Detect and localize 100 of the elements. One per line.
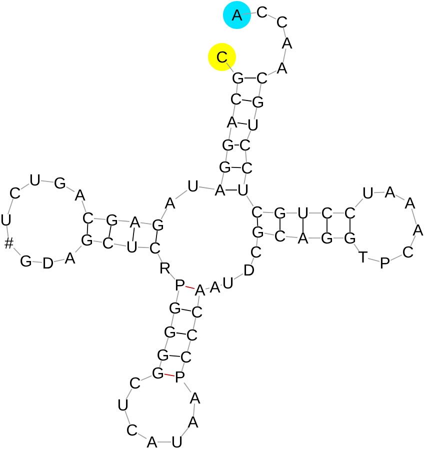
nucleotide-letter: G [20, 255, 32, 267]
backbone-line [282, 27, 286, 38]
backbone-line [411, 208, 417, 225]
nucleotide-letter: C [251, 246, 262, 258]
backbone-line [192, 317, 196, 330]
nucleotide-letter: A [298, 232, 308, 244]
nucleotide-letter: U [363, 187, 373, 199]
nucleotide-letter: T [358, 252, 368, 262]
base-pair-line [185, 286, 195, 290]
backbone-line [246, 195, 254, 207]
backbone-line [170, 273, 176, 280]
backbone-line [187, 340, 191, 352]
backbone-line [197, 295, 200, 307]
nucleotide-letter: G [322, 232, 332, 244]
backbone-line [82, 200, 86, 213]
nucleotide-letter: C [240, 139, 250, 151]
backbone-line [74, 245, 82, 253]
backbone-line [254, 107, 258, 120]
nucleotide-letter: G [152, 219, 164, 231]
backbone-line [138, 433, 147, 440]
nucleotide-letter: U [172, 436, 182, 448]
nucleotide-letter: D [44, 258, 53, 268]
nucleotide-letter: P [176, 372, 184, 382]
backbone-line [258, 83, 262, 97]
nucleotide-letter: A [194, 284, 206, 296]
backbone-line [395, 194, 405, 200]
backbone-line [181, 427, 189, 437]
base-pair-line [234, 144, 240, 146]
nucleotide-letter: C [217, 51, 228, 63]
nucleotide-letter: G [106, 214, 118, 226]
nucleotide-letter: C [277, 16, 288, 28]
nucleotide-letter: A [404, 198, 416, 208]
nucleotide-letter: C [150, 242, 160, 254]
nucleotide-letter: A [412, 224, 424, 236]
backbone-line [236, 83, 238, 94]
backbone-line [244, 173, 246, 185]
nucleotide-letter: G [274, 207, 286, 219]
backbone-line [66, 186, 75, 192]
backbone-line [138, 246, 150, 248]
base-pair-line [164, 374, 175, 376]
nucleotide-letter: U [127, 241, 137, 253]
nucleotide-letter: G [152, 367, 164, 379]
nucleotide-letter: C [252, 206, 262, 218]
backbone-line [54, 258, 65, 262]
nucleotide-letter: G [252, 96, 264, 108]
backbone-line [164, 337, 169, 350]
base-pair-line [326, 218, 328, 233]
backbone-line [245, 150, 247, 163]
nucleotide-letter: C [257, 72, 268, 84]
backbone-line [220, 172, 224, 185]
nucleotide-letter: G [82, 234, 92, 246]
backbone-line [354, 243, 360, 252]
nucleotide-letter: A [146, 436, 158, 448]
backbone-line [256, 237, 258, 247]
backbone-line [354, 198, 364, 208]
base-pair-line [242, 99, 252, 102]
backbone-line [286, 212, 298, 214]
backbone-line [176, 290, 180, 303]
base-pair-line [237, 122, 248, 125]
base-pair-line [86, 223, 88, 235]
nucleotide-letter: A [130, 216, 140, 228]
backbone-line [226, 62, 234, 73]
backbone-line [6, 225, 9, 238]
backbone-line [193, 403, 195, 417]
nucleotide-letter: A [64, 252, 76, 264]
backbone-line [410, 235, 416, 247]
nucleotide-letter: C [403, 246, 414, 258]
backbone-line [13, 247, 21, 256]
backbone-line [170, 313, 174, 327]
base-pair-line [132, 227, 135, 242]
nucleotide-letter: C [103, 237, 114, 249]
backbone-line [268, 70, 277, 76]
backbone-line [94, 218, 106, 220]
nucleotide-letter: C [130, 377, 140, 389]
backbone-line [262, 212, 274, 214]
nucleotide-letter: A [384, 186, 396, 198]
nucleotide-letter: G [220, 161, 230, 173]
backbone-line [264, 232, 274, 236]
backbone-line [234, 273, 244, 280]
base-pair-line [230, 166, 242, 168]
nucleotide-letter: G [164, 326, 176, 338]
nucleotide-letter: C [242, 162, 252, 174]
nucleotide-letter: C [322, 207, 332, 219]
backbone-line [268, 14, 276, 20]
nucleotide-letter: G [222, 139, 234, 151]
nucleotide-letter: A [190, 392, 200, 404]
nucleotide-letter: U [248, 119, 258, 131]
nucleotide-letter: G [232, 72, 244, 84]
nucleotide-letter: C [187, 329, 198, 341]
nucleotide-letter: U [118, 399, 128, 411]
backbone-line [374, 192, 385, 194]
nucleotide-letter: A [226, 116, 238, 128]
backbone-line [159, 360, 162, 368]
backbone-line [32, 261, 42, 263]
nucleotide-letter: A [188, 416, 198, 428]
nucleotide-letter: U [298, 207, 308, 219]
nucleotide-letter: C [127, 424, 138, 436]
backbone-line [118, 220, 130, 222]
nucleotide-letter: P [176, 280, 184, 290]
backbone-line [205, 288, 210, 290]
